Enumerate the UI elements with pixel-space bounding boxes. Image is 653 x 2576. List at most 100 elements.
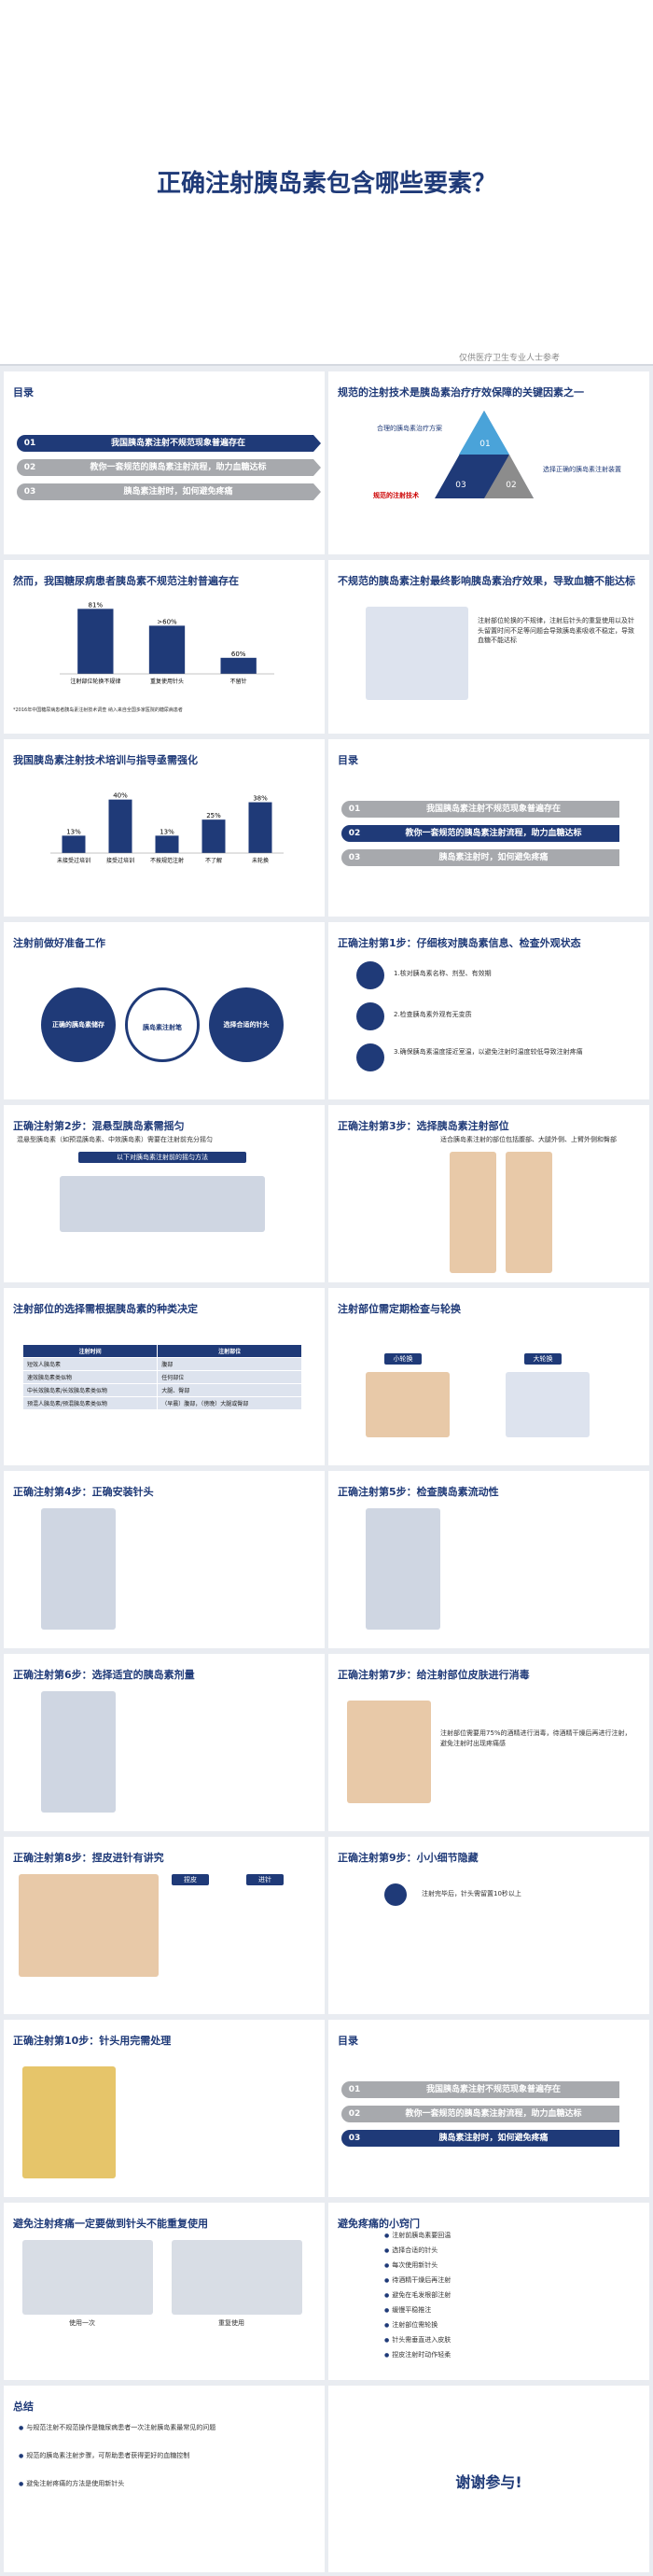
category-label: 不按规范注射 — [150, 857, 184, 864]
step2-band: 以下对胰岛素注射前的摇匀方法 — [78, 1152, 246, 1163]
label-1: 合理的胰岛素治疗方案 — [377, 425, 442, 432]
slide-title: 正确注射第4步：正确安装针头 — [13, 1486, 154, 1498]
tip-item: 针头需垂直进入皮肤 — [384, 2335, 627, 2345]
tip-item: 选择合适的针头 — [384, 2246, 627, 2256]
label-4: 选择正确的胰岛素注射装置 — [543, 466, 621, 473]
slide-title: 正确注射第1步：仔细核对胰岛素信息、检查外观状态 — [338, 937, 581, 949]
bar — [77, 609, 114, 674]
summary-item-3: 避免注射疼痛的方法是使用新针头 — [19, 2479, 317, 2489]
slide-title: 总结 — [13, 2401, 34, 2413]
step-circle-2: 胰岛素注射笔 — [125, 987, 200, 1062]
body-back-illustration — [506, 1152, 552, 1273]
source-note: 仅供医疗卫生专业人士参考 — [458, 354, 560, 363]
dose-dial-illustration — [41, 1691, 116, 1813]
slide-step5: 正确注射第5步：检查胰岛素流动性 — [328, 1471, 649, 1648]
slide-summary: 总结 与规范注射不规范操作是糖尿病患者一次注射胰岛素最常见的问题 规范的胰岛素注… — [4, 2386, 325, 2572]
slide-step4: 正确注射第4步：正确安装针头 — [4, 1471, 325, 1648]
value-label: 40% — [113, 792, 128, 800]
svg-text:02: 02 — [506, 481, 516, 490]
slide-tips: 避免疼痛的小窍门 注射前胰岛素要回温选择合适的针头每次使用新针头待酒精干燥后再注… — [328, 2203, 649, 2380]
bar — [108, 799, 132, 853]
slide-effect: 不规范的胰岛素注射最终影响胰岛素治疗效果，导致血糖不能达标 注射部位轮换的不规律… — [328, 560, 649, 734]
step1-item-3: 3.确保胰岛素温度接近室温，以避免注射时温度较低导致注射疼痛 — [394, 1048, 583, 1056]
slide-title: 避免疼痛的小窍门 — [338, 2218, 420, 2230]
svg-text:01: 01 — [479, 440, 490, 449]
slide-title: 然而，我国糖尿病患者胰岛素不规范注射普遍存在 — [13, 575, 239, 587]
chart-note: *2016年中国糖尿病患者胰岛素注射技术调查 纳入来自全国多家医院的糖尿病患者 — [13, 707, 183, 713]
value-label: 60% — [231, 651, 246, 658]
slide-site-type: 注射部位的选择需根据胰岛素的种类决定 注射时间注射部位 短效人胰岛素腹部 速效胰… — [4, 1288, 325, 1465]
reused-label: 重复使用 — [218, 2319, 244, 2327]
slide-title: 正确注射第8步：捏皮进针有讲究 — [13, 1852, 164, 1864]
slide-title: 不规范的胰岛素注射最终影响胰岛素治疗效果，导致血糖不能达标 — [338, 575, 635, 587]
page-title: 正确注射胰岛素包含哪些要素？ — [156, 170, 496, 198]
step1-item-1: 1.核对胰岛素名称、剂型、有效期 — [394, 970, 492, 977]
value-label: 38% — [253, 795, 268, 803]
value-label: 25% — [206, 812, 221, 819]
category-label: 接受过培训 — [106, 857, 134, 864]
skin-disinfect-illustration — [347, 1701, 431, 1803]
slide-title: 注射前做好准备工作 — [13, 937, 105, 949]
slide-step7: 正确注射第7步：给注射部位皮肤进行消毒 注射部位需要用75%的酒精进行消毒，待酒… — [328, 1654, 649, 1831]
rotation-diagram — [506, 1372, 590, 1437]
slide-title: 正确注射第3步：选择胰岛素注射部位 — [338, 1120, 509, 1132]
needle-install-illustration — [41, 1508, 116, 1630]
slide-step6: 正确注射第6步：选择适宜的胰岛素剂量 — [4, 1654, 325, 1831]
slide-title: 注射部位需定期检查与轮换 — [338, 1303, 461, 1315]
value-label: >60% — [157, 618, 177, 625]
step-circle-3: 选择合适的针头 — [209, 987, 284, 1062]
pinch-skin-illustration — [19, 1874, 159, 1977]
slide-title: 规范的注射技术是胰岛素治疗疗效保障的关键因素之一 — [338, 386, 584, 399]
slide-title: 目录 — [13, 386, 34, 399]
bar — [148, 625, 186, 674]
category-label: 未接受过培训 — [57, 857, 90, 864]
slide-title: 目录 — [338, 2035, 358, 2047]
summary-item-2: 规范的胰岛素注射步骤，可帮助患者获得更好的血糖控制 — [19, 2451, 317, 2461]
slide-title: 我国胰岛素注射技术培训与指导亟需强化 — [13, 754, 198, 766]
step-circle-1: 正确的胰岛素储存 — [41, 987, 116, 1062]
slide-step8: 正确注射第8步：捏皮进针有讲究 捏皮 进针 — [4, 1837, 325, 2014]
label-3: 规范的注射技术 — [373, 492, 419, 499]
tip-item: 避免在毛发根部注射 — [384, 2290, 627, 2301]
summary-item-1: 与规范注射不规范操作是糖尿病患者一次注射胰岛素最常见的问题 — [19, 2423, 317, 2433]
abdomen-grid-illustration — [366, 1372, 450, 1437]
tip-item: 注射前胰岛素要回温 — [384, 2231, 627, 2241]
bar — [201, 819, 226, 853]
category-label: 不了解 — [205, 857, 222, 864]
slide-nonstandard: 然而，我国糖尿病患者胰岛素不规范注射普遍存在 81%注射部位轮换不规律>60%重… — [4, 560, 325, 734]
slide-title: 正确注射第7步：给注射部位皮肤进行消毒 — [338, 1669, 530, 1681]
category-label: 不留针 — [230, 678, 247, 685]
slide-title: 避免注射疼痛一定要做到针头不能重复使用 — [13, 2218, 208, 2230]
title-slide: 正确注射胰岛素包含哪些要素？ 仅供医疗卫生专业人士参考 — [0, 0, 653, 366]
step7-text: 注射部位需要用75%的酒精进行消毒，待酒精干燥后再进行注射，避免注射时出现疼痛感 — [440, 1729, 632, 1747]
slide-title: 目录 — [338, 754, 358, 766]
pen-icon — [356, 961, 384, 989]
thanks-text: 谢谢参与! — [455, 2473, 522, 2491]
value-label: 81% — [89, 601, 104, 609]
slide-step9: 正确注射第9步：小小细节隐藏 注射完毕后，针头需留置10秒以上 — [328, 1837, 649, 2014]
eye-icon — [356, 1002, 384, 1030]
category-label: 未轮换 — [252, 857, 269, 864]
slide-title: 正确注射第2步：混悬型胰岛素需摇匀 — [13, 1120, 185, 1132]
tip-item: 待酒精干燥后再注射 — [384, 2275, 627, 2286]
insert-label: 进针 — [246, 1874, 284, 1885]
effect-text: 注射部位轮换的不规律，注射后针头的重复使用以及针头留置时间不足等问题会导致胰岛素… — [478, 617, 634, 644]
clock-icon — [384, 1883, 407, 1906]
tip-item: 缓慢平稳推注 — [384, 2305, 627, 2316]
svg-text:03: 03 — [455, 481, 465, 490]
site-table: 注射时间注射部位 短效人胰岛素腹部 速效胰岛素类似物任何部位 中长效胰岛素/长效… — [21, 1344, 302, 1410]
sharps-disposal-illustration — [22, 2066, 116, 2178]
